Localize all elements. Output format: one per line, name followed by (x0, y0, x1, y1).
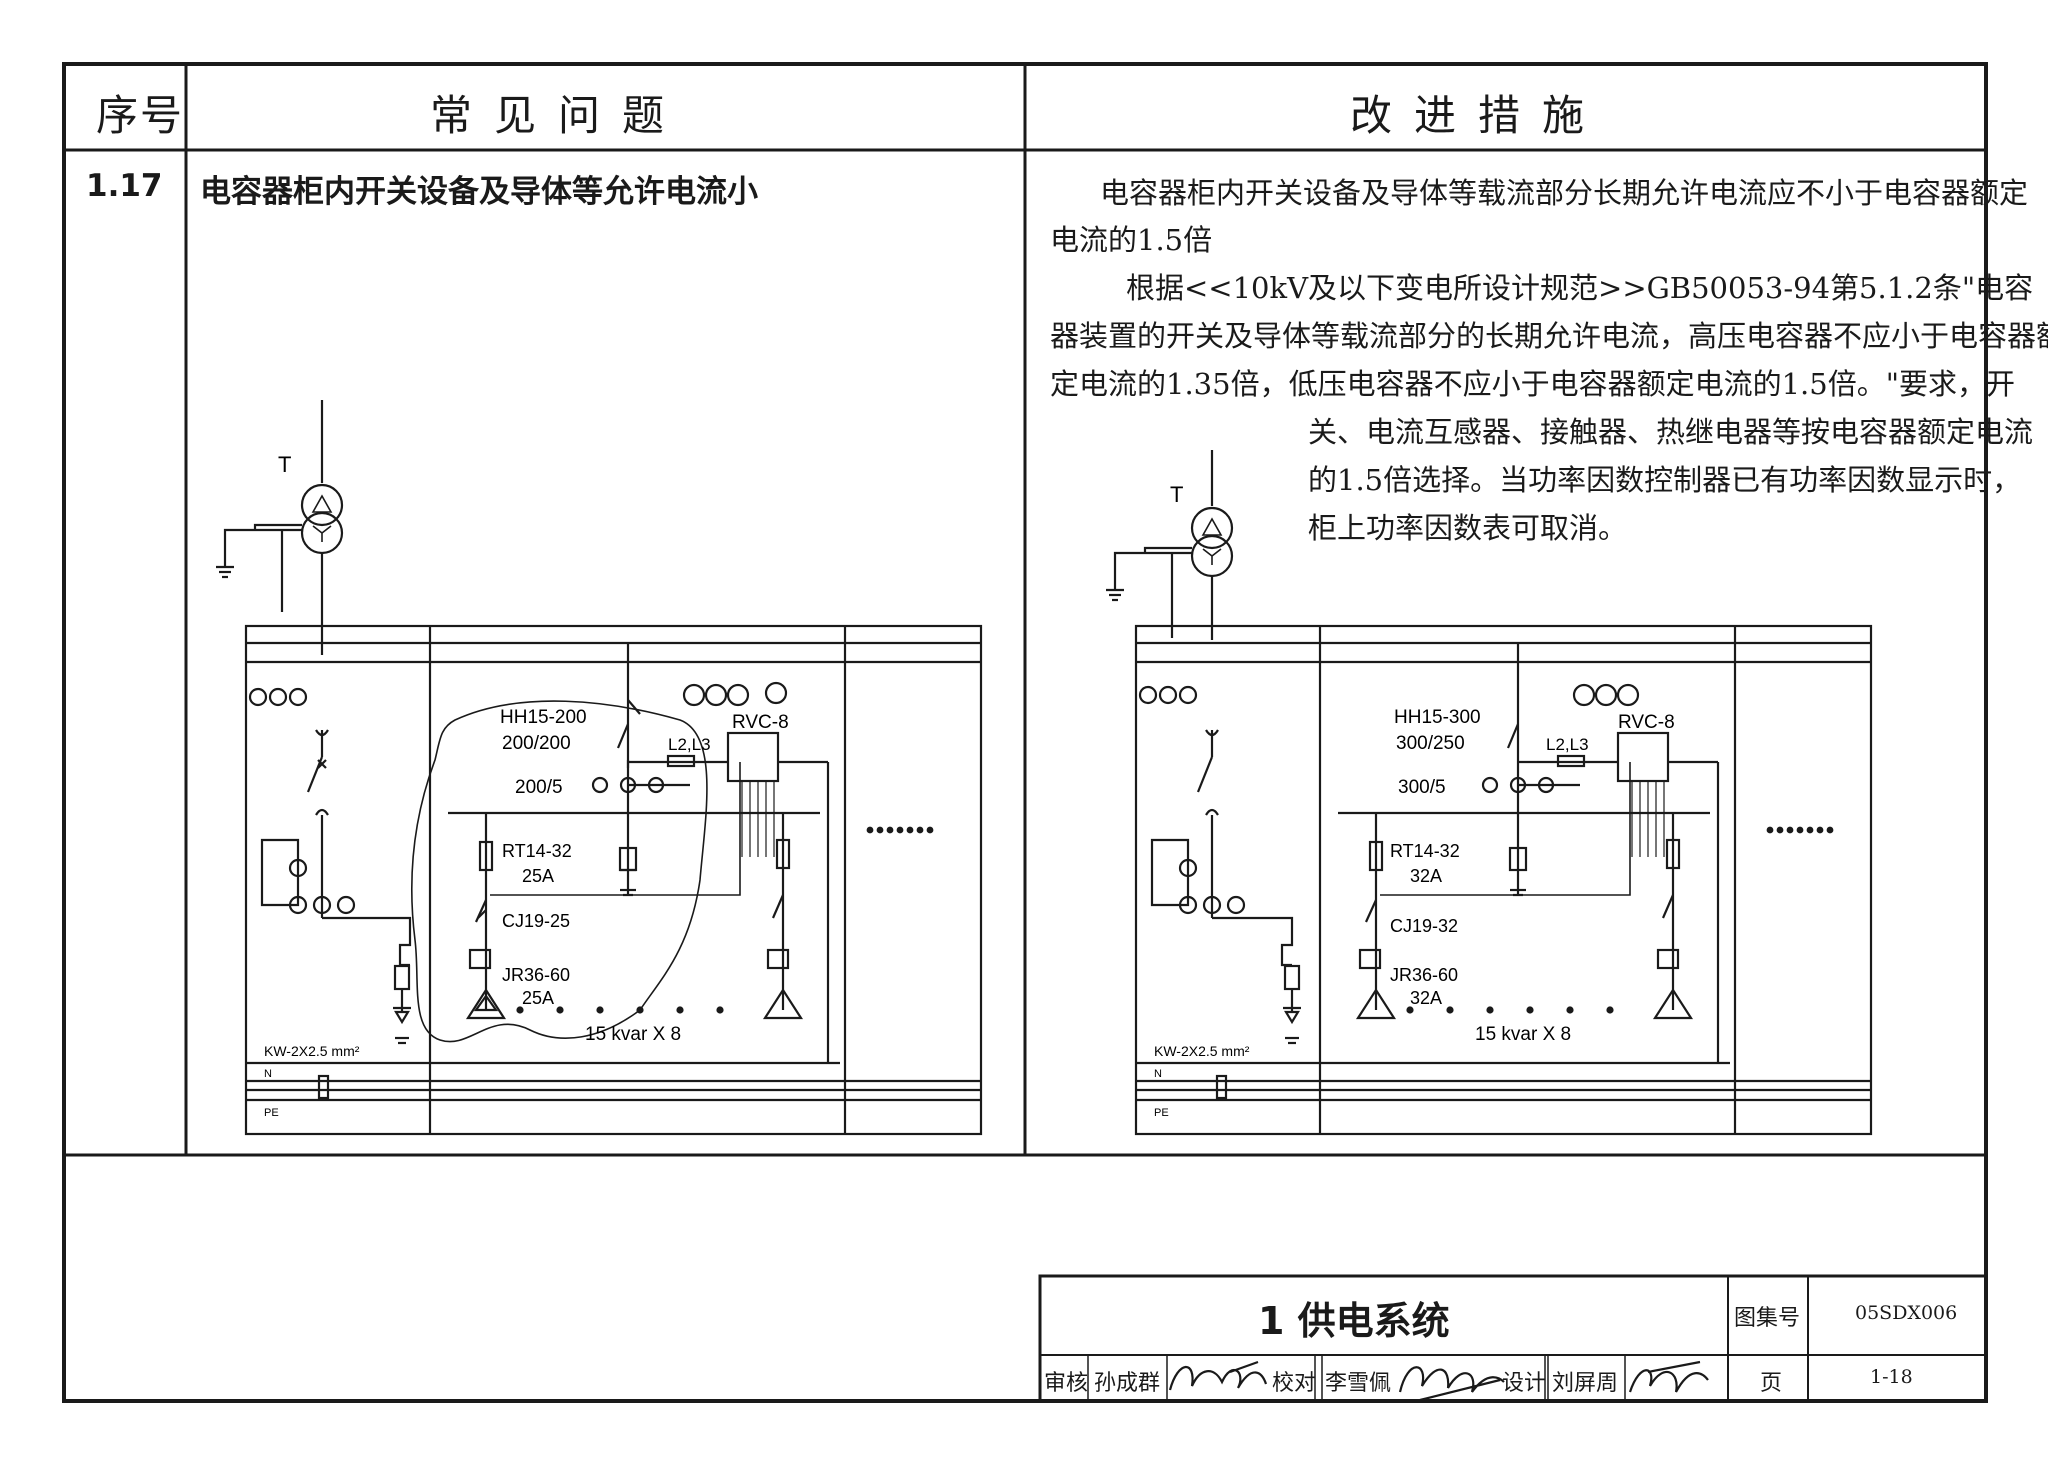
proofreader-signature (1398, 1366, 1505, 1402)
label-cable-left: KW-2X2.5 mm² (264, 1043, 360, 1059)
design-label: 设计 (1502, 1371, 1547, 1396)
label-fuse-rating-right: 32A (1410, 866, 1442, 886)
label-controller-left: RVC-8 (732, 712, 789, 733)
measure-line-3: 根据<<10kV及以下变电所设计规范>>GB50053-94第5.1.2条"电容 (1126, 271, 2034, 305)
label-transformer-right: T (1170, 482, 1183, 507)
label-contactor-left: CJ19-25 (502, 911, 570, 931)
col-header-problem: 常见问题 (430, 91, 687, 140)
section-title: 1 供电系统 (1258, 1299, 1450, 1343)
measure-line-7: 的1.5倍选择。当功率因数控制器已有功率因数显示时， (1308, 463, 2022, 497)
col-header-measure: 改进措施 (1350, 91, 1607, 140)
label-link-left: L2,L3 (668, 735, 711, 754)
label-capacitor-left: 15 kvar X 8 (585, 1024, 681, 1045)
label-n-left: N (264, 1068, 272, 1080)
problem-title: 电容器柜内开关设备及导体等允许电流小 (200, 174, 758, 210)
reviewer-signature (1168, 1360, 1268, 1391)
label-switch-left: HH15-200 (500, 707, 587, 728)
label-ct-left: 200/5 (515, 777, 563, 798)
proofread-label: 校对 (1272, 1371, 1317, 1396)
label-link-right: L2,L3 (1546, 735, 1589, 754)
label-capacitor-right: 15 kvar X 8 (1475, 1024, 1571, 1045)
label-switch-rating-left: 200/200 (502, 733, 571, 754)
measure-line-4: 器装置的开关及导体等载流部分的长期允许电流，高压电容器不应小于电容器额 (1050, 319, 2048, 353)
transformer-winding-delta (300, 483, 344, 527)
label-fuse-left: RT14-32 (502, 841, 572, 861)
label-contactor-right: CJ19-32 (1390, 916, 1458, 936)
label-n-right: N (1154, 1068, 1162, 1080)
reviewer-name: 孙成群 (1094, 1371, 1161, 1396)
label-ct-right: 300/5 (1398, 777, 1446, 798)
label-relay-rating-right: 32A (1410, 988, 1442, 1008)
designer-signature (1628, 1360, 1709, 1393)
label-fuse-right: RT14-32 (1390, 841, 1460, 861)
item-number: 1.17 (86, 168, 163, 204)
problem-highlight-outline (410, 700, 708, 1043)
atlas-number-value: 05SDX006 (1855, 1302, 1958, 1324)
label-relay-right: JR36-60 (1390, 965, 1458, 985)
label-controller-right: RVC-8 (1618, 712, 1675, 733)
page-label: 页 (1760, 1371, 1783, 1396)
designer-name: 刘屏周 (1552, 1371, 1619, 1396)
atlas-number-label: 图集号 (1734, 1306, 1801, 1331)
label-fuse-rating-left: 25A (522, 866, 554, 886)
label-pe-left: PE (264, 1107, 279, 1119)
measure-line-5: 定电流的1.35倍，低压电容器不应小于电容器额定电流的1.5倍。"要求，开 (1050, 367, 2016, 401)
label-switch-right: HH15-300 (1394, 707, 1481, 728)
col-header-number: 序号 (96, 91, 185, 140)
measure-line-8: 柜上功率因数表可取消。 (1308, 511, 1628, 545)
label-pe-right: PE (1154, 1107, 1169, 1119)
measure-line-1: 电容器柜内开关设备及导体等载流部分长期允许电流应不小于电容器额定 (1100, 176, 2029, 210)
review-label: 审核 (1044, 1371, 1089, 1396)
page-number: 1-18 (1870, 1366, 1913, 1388)
label-cable-right: KW-2X2.5 mm² (1154, 1043, 1250, 1059)
label-relay-left: JR36-60 (502, 965, 570, 985)
label-switch-rating-right: 300/250 (1396, 733, 1465, 754)
label-transformer-left: T (278, 452, 291, 477)
measure-line-6: 关、电流互感器、接触器、热继电器等按电容器额定电流 (1308, 415, 2034, 449)
measure-line-2: 电流的1.5倍 (1050, 223, 1213, 257)
label-relay-rating-left: 25A (522, 988, 554, 1008)
proofreader-name: 李雪佩 (1325, 1371, 1392, 1396)
